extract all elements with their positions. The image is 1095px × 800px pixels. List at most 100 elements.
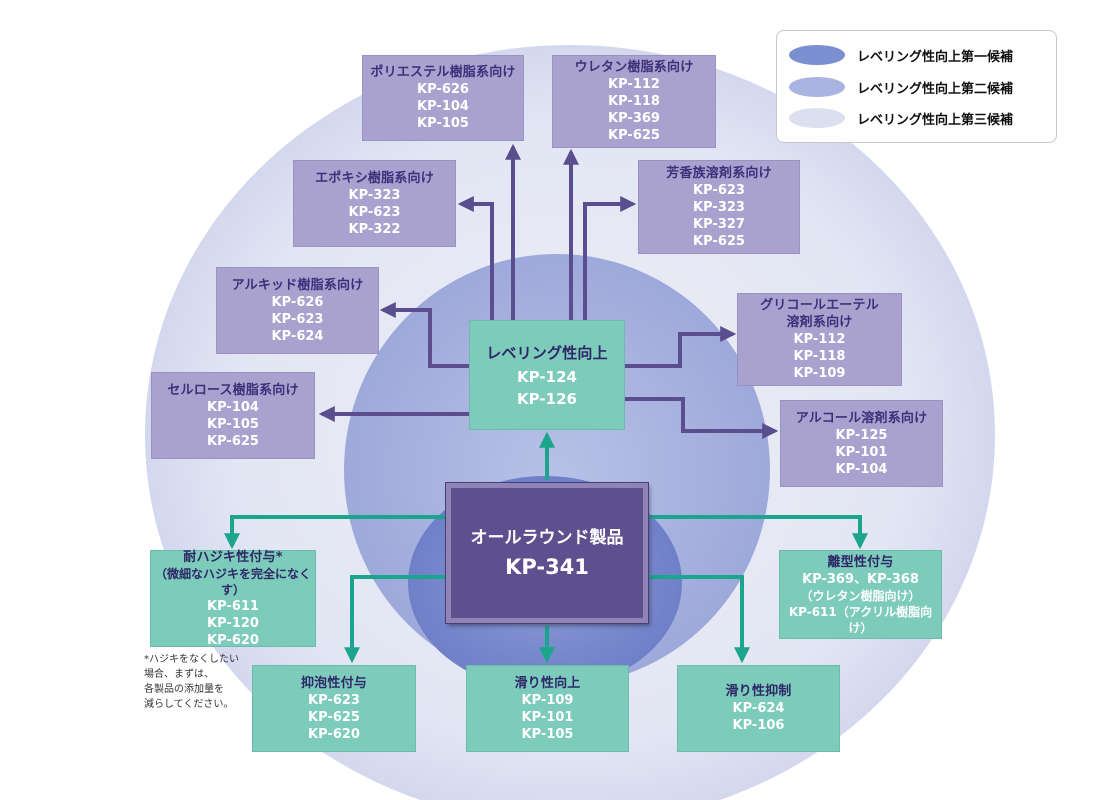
legend-label-third: レベリング性向上第三候補 — [857, 112, 1014, 128]
box-leveling: レベリング性向上 KP-124 KP-126 — [469, 320, 625, 430]
box-title: ウレタン樹脂系向け — [574, 60, 694, 75]
release-line: （ウレタン樹脂向け） — [800, 588, 921, 603]
release-line: KP-369、KP-368 — [802, 571, 919, 587]
arrow-to-glycol — [625, 326, 737, 368]
box-title: 滑り性抑制 — [725, 684, 792, 699]
footnote-line: *ハジキをなくしたい — [144, 654, 239, 665]
product-code: KP-126 — [517, 390, 577, 408]
box-title-line1: グリコールエーテル — [760, 298, 879, 313]
box-antifoam: 抑泡性付与 KP-623 KP-625 KP-620 — [252, 665, 416, 752]
box-title: レベリング性向上 — [486, 344, 608, 362]
product-code: KP-620 — [207, 632, 259, 648]
box-release: 離型性付与 KP-369、KP-368 （ウレタン樹脂向け） KP-611（アク… — [779, 550, 942, 639]
legend-label-second: レベリング性向上第二候補 — [857, 81, 1014, 97]
arrow-to-alcohol — [625, 397, 779, 439]
box-title: 芳香族溶剤系向け — [666, 165, 772, 181]
product-code: KP-625 — [207, 433, 259, 449]
product-code: KP-624 — [271, 328, 324, 344]
product-code: KP-323 — [348, 187, 401, 203]
box-central-product: オールラウンド製品 KP-341 — [446, 483, 648, 623]
product-code: KP-118 — [793, 349, 846, 364]
box-polyester: ポリエステル樹脂系向け KP-626 KP-104 KP-105 — [362, 55, 524, 141]
product-code: KP-120 — [207, 615, 259, 631]
product-code: KP-625 — [308, 709, 360, 725]
box-title: 滑り性向上 — [514, 675, 581, 691]
legend: レベリング性向上第一候補 レベリング性向上第二候補 レベリング性向上第三候補 — [776, 30, 1057, 143]
arrow-to-release — [650, 515, 868, 550]
arrow-to-alkyd — [379, 302, 470, 368]
legend-swatch-first — [789, 45, 845, 65]
product-code: KP-369 — [608, 111, 660, 126]
product-code: KP-101 — [835, 444, 888, 460]
product-code: KP-105 — [417, 116, 469, 131]
release-line: KP-611（アクリル樹脂向け） — [788, 604, 933, 635]
product-code: KP-112 — [608, 77, 660, 92]
legend-swatch-third — [789, 108, 845, 128]
box-slip-up: 滑り性向上 KP-109 KP-101 KP-105 — [466, 665, 629, 752]
product-code: KP-101 — [521, 709, 574, 725]
product-code: KP-104 — [207, 399, 259, 415]
product-code: KP-106 — [732, 718, 785, 733]
arrow-to-slip-down — [650, 575, 750, 664]
product-code: KP-623 — [693, 182, 745, 198]
box-anticrater: 耐ハジキ性付与* （微細なハジキを完全になくす） KP-611 KP-120 K… — [150, 549, 316, 648]
arrow-to-anticrater — [224, 515, 446, 550]
footnote-line: 場合、まずは、 — [144, 669, 214, 680]
box-alcohol: アルコール溶剤系向け KP-125 KP-101 KP-104 — [780, 400, 943, 487]
product-code: KP-125 — [835, 427, 888, 443]
product-code: KP-327 — [693, 216, 745, 232]
product-code: KP-623 — [308, 692, 360, 708]
box-slip-down: 滑り性抑制 KP-624 KP-106 — [677, 665, 840, 752]
product-code: KP-104 — [417, 99, 469, 114]
box-title: 離型性付与 — [827, 554, 894, 570]
box-aromatic: 芳香族溶剤系向け KP-623 KP-323 KP-327 KP-625 — [638, 160, 800, 254]
product-code: KP-625 — [693, 233, 745, 249]
box-cellulose: セルロース樹脂系向け KP-104 KP-105 KP-625 — [151, 372, 315, 459]
footnote: *ハジキをなくしたい 場合、まずは、 各製品の添加量を 減らしてください。 — [144, 652, 256, 712]
footnote-line: 減らしてください。 — [144, 699, 234, 710]
product-code: KP-623 — [271, 311, 324, 327]
box-title: アルコール溶剤系向け — [795, 410, 928, 426]
legend-item-second: レベリング性向上第二候補 — [789, 76, 1013, 98]
product-code: KP-611 — [207, 598, 259, 614]
arrow-to-aromatic — [583, 196, 637, 322]
legend-item-first: レベリング性向上第一候補 — [789, 44, 1013, 66]
box-subtitle: （微細なハジキを完全になくす） — [154, 566, 311, 597]
legend-label-first: レベリング性向上第一候補 — [857, 49, 1014, 65]
product-code: KP-124 — [517, 368, 577, 386]
product-code: KP-109 — [521, 692, 574, 708]
central-title: オールラウンド製品 — [470, 528, 624, 548]
product-code: KP-624 — [732, 701, 785, 716]
central-arrows — [224, 431, 868, 664]
box-title: 耐ハジキ性付与* — [183, 549, 283, 565]
product-code: KP-626 — [271, 294, 324, 310]
product-code: KP-626 — [417, 82, 469, 97]
box-title-line2: 溶剤系向け — [786, 315, 853, 330]
product-code: KP-623 — [348, 204, 401, 220]
box-title: アルキッド樹脂系向け — [231, 277, 364, 293]
footnote-line: 各製品の添加量を — [144, 684, 224, 695]
product-code: KP-109 — [793, 366, 846, 381]
product-code: KP-625 — [608, 128, 660, 143]
leveling-arrows — [318, 143, 779, 439]
product-code: KP-105 — [521, 726, 574, 742]
product-code: KP-112 — [793, 332, 846, 347]
box-title: 抑泡性付与 — [300, 675, 367, 691]
box-glycol: グリコールエーテル 溶剤系向け KP-112 KP-118 KP-109 — [737, 293, 902, 386]
box-title: ポリエステル樹脂系向け — [370, 65, 516, 80]
product-code: KP-322 — [348, 221, 401, 237]
arrow-to-antifoam — [344, 575, 446, 664]
box-alkyd: アルキッド樹脂系向け KP-626 KP-623 KP-624 — [216, 267, 379, 354]
box-title: エポキシ樹脂系向け — [315, 170, 434, 186]
legend-item-third: レベリング性向上第三候補 — [789, 107, 1013, 129]
box-title: セルロース樹脂系向け — [167, 382, 299, 398]
box-urethane: ウレタン樹脂系向け KP-112 KP-118 KP-369 KP-625 — [552, 55, 716, 148]
product-code: KP-323 — [693, 199, 745, 215]
box-epoxy: エポキシ樹脂系向け KP-323 KP-623 KP-322 — [293, 160, 456, 247]
product-code: KP-104 — [835, 461, 888, 477]
legend-swatch-second — [789, 77, 845, 97]
product-code: KP-105 — [207, 416, 259, 432]
product-code: KP-620 — [308, 726, 360, 742]
arrow-to-epoxy — [457, 196, 494, 322]
